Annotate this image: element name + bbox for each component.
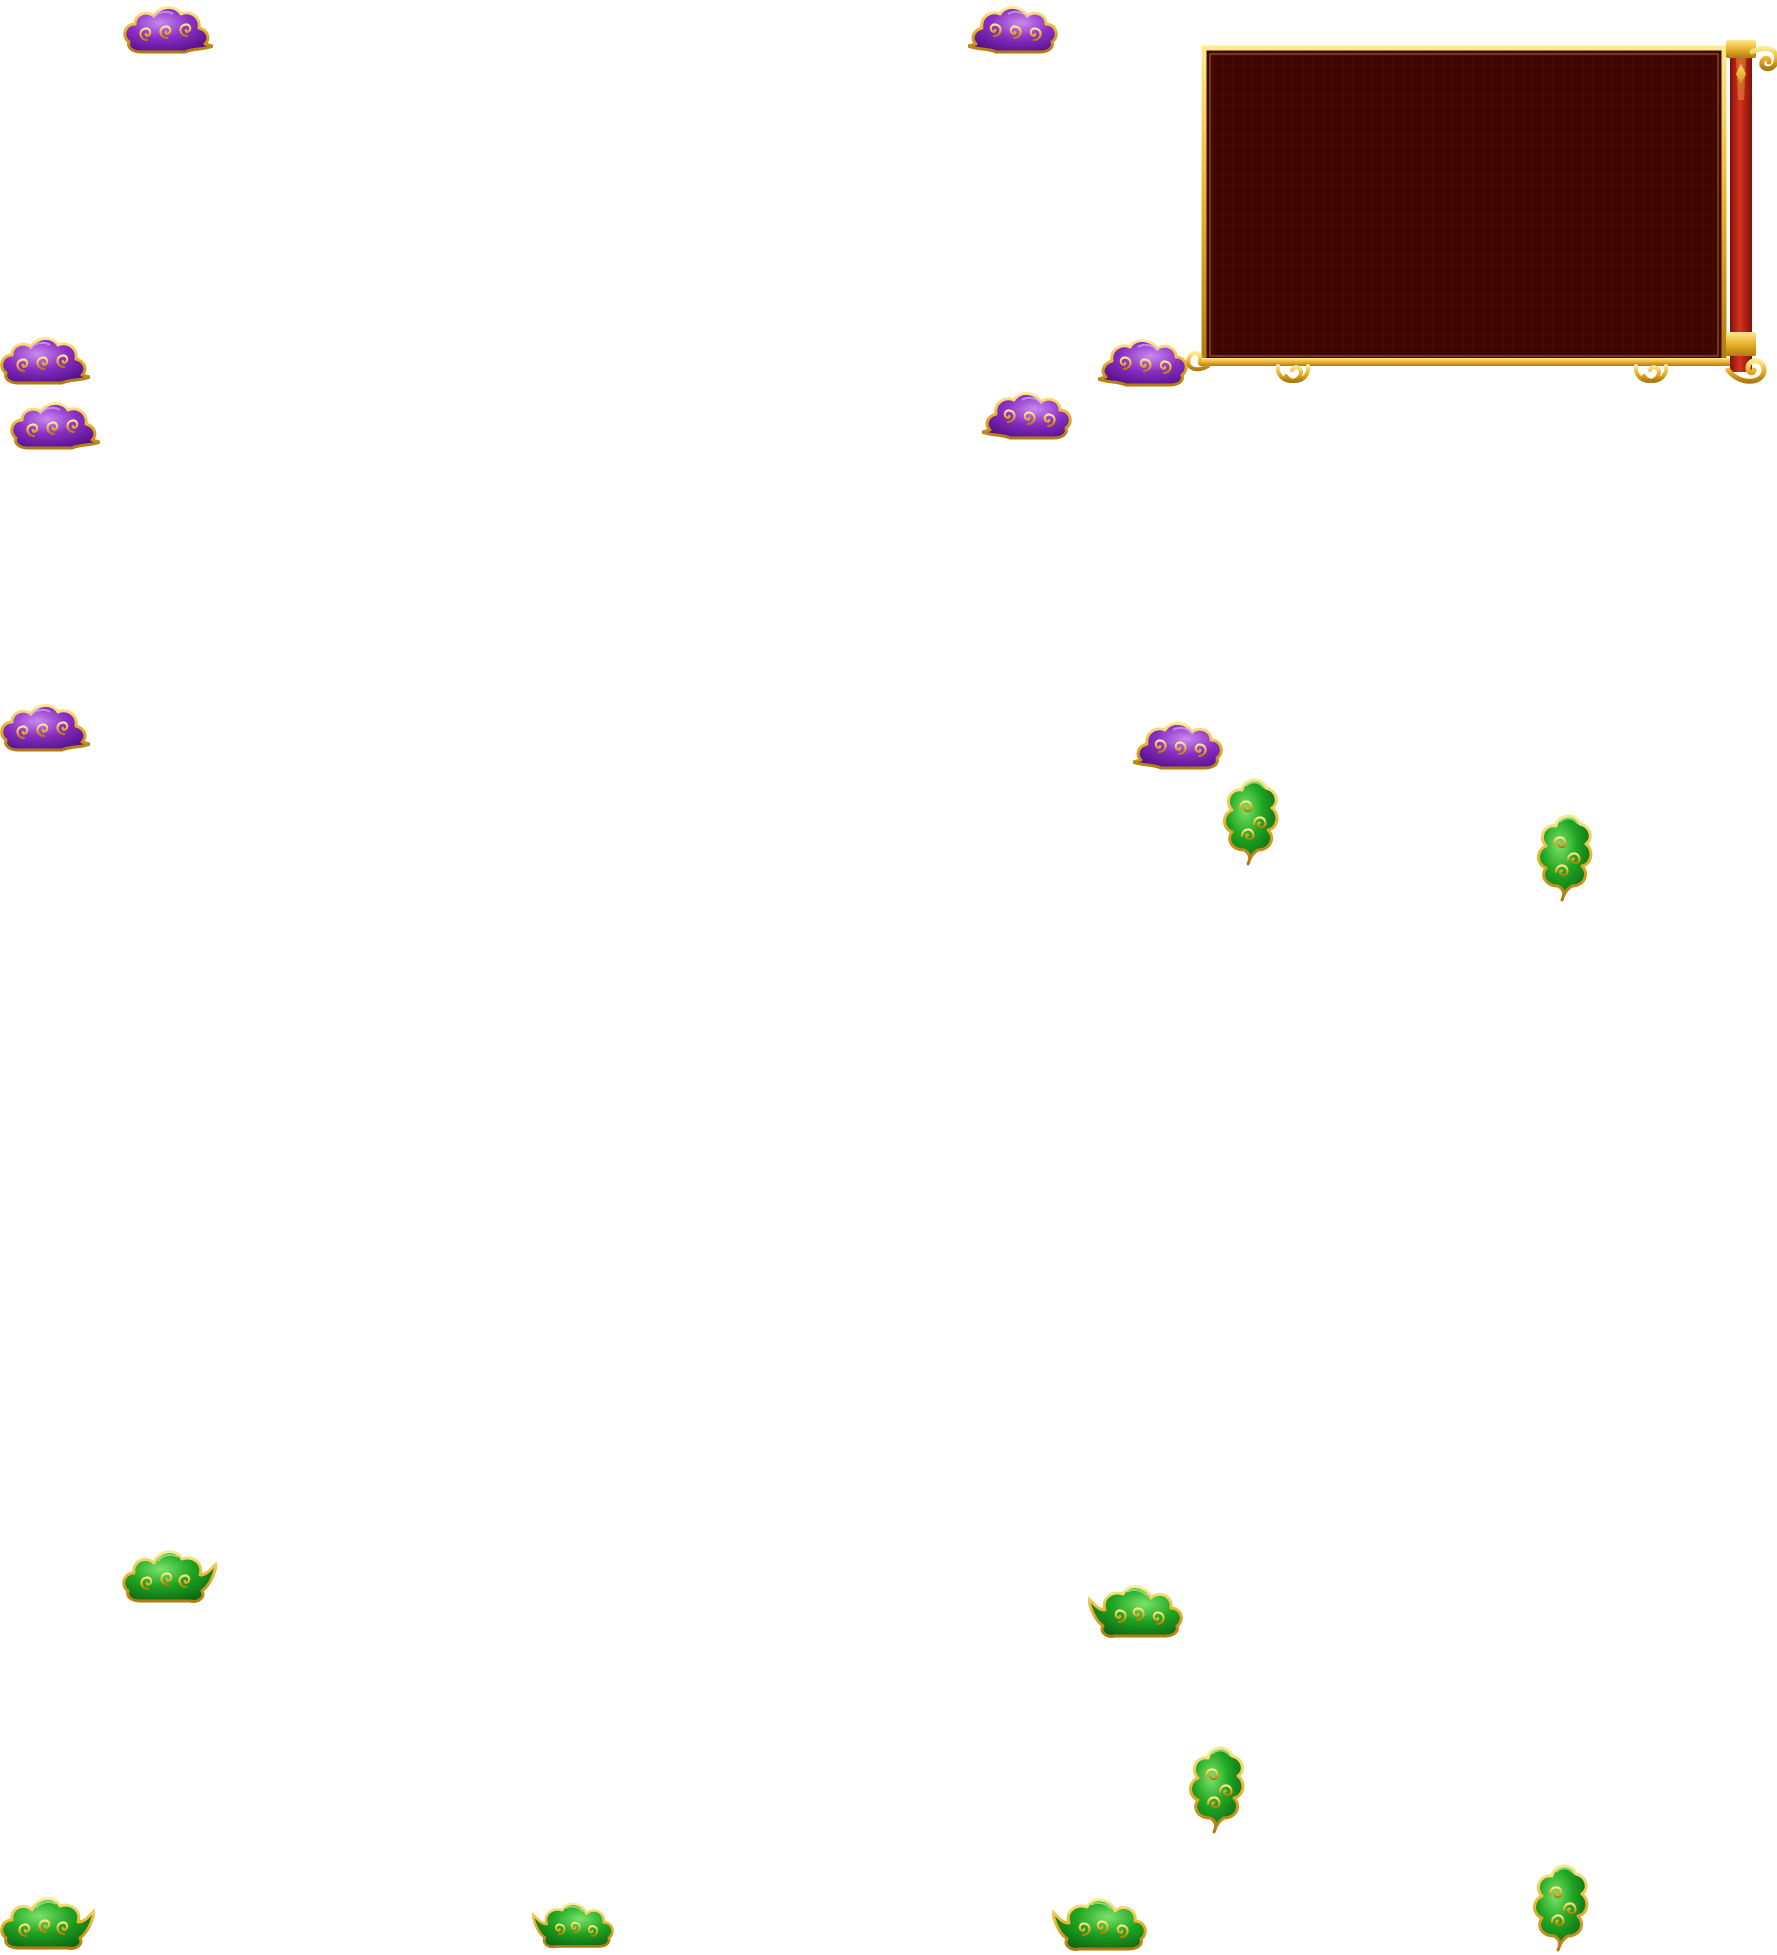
purple-cloud-icon — [0, 333, 90, 385]
green-cloud-icon — [122, 1545, 217, 1605]
green-cloud-vertical-icon — [1184, 1740, 1246, 1835]
green-cloud-vertical-icon — [1532, 808, 1594, 903]
green-cloud-icon — [1052, 1893, 1147, 1953]
purple-cloud-icon — [0, 700, 90, 752]
purple-cloud-icon — [10, 398, 100, 450]
purple-cloud-icon — [1133, 718, 1223, 770]
green-cloud-icon — [532, 1898, 614, 1950]
green-cloud-vertical-icon — [1528, 1858, 1590, 1953]
purple-cloud-icon — [123, 2, 213, 54]
purple-cloud-icon — [968, 2, 1058, 54]
purple-cloud-icon — [1098, 335, 1188, 387]
green-cloud-icon — [1088, 1580, 1183, 1640]
purple-cloud-icon — [982, 388, 1072, 440]
green-cloud-vertical-icon — [1218, 772, 1280, 867]
scroll-frame-panel — [1186, 40, 1777, 384]
green-cloud-icon — [0, 1892, 95, 1952]
